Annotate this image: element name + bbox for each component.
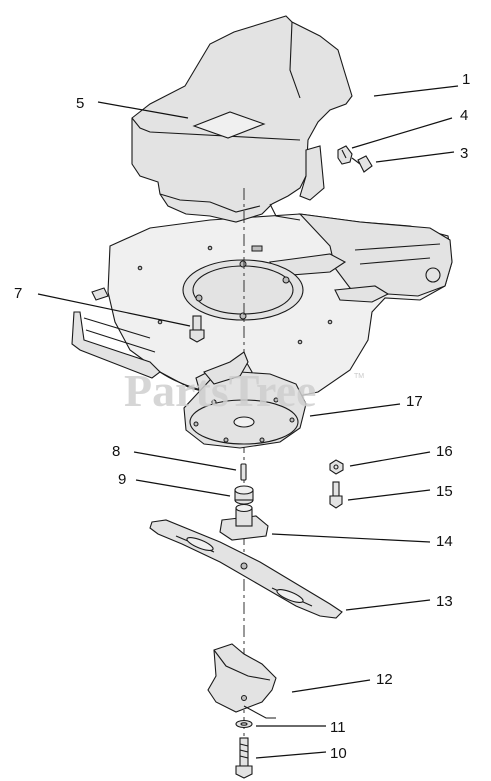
part-15-bolt (329, 481, 343, 509)
callout-7[interactable]: 7 (14, 285, 22, 302)
part-3-screw (351, 155, 373, 173)
callout-9[interactable]: 9 (118, 471, 126, 488)
leader-9 (135, 479, 231, 497)
leader-12 (291, 679, 371, 693)
part-10-bolt (235, 737, 253, 779)
callout-5[interactable]: 5 (76, 95, 84, 112)
leader-4 (351, 117, 453, 149)
part-4-clip (337, 145, 353, 165)
part-13-blade (149, 519, 343, 619)
leader-15 (347, 489, 431, 501)
callout-3[interactable]: 3 (460, 145, 468, 162)
part-7-bolt (189, 315, 205, 343)
leader-13 (345, 599, 431, 611)
callout-labels: 1 3 4 5 7 8 9 10 11 12 13 14 15 16 17 (14, 71, 470, 762)
part-11-washer (235, 719, 253, 729)
leader-7 (37, 293, 191, 327)
callout-12[interactable]: 12 (376, 671, 393, 688)
part-12-stiffener (207, 643, 277, 719)
callout-1[interactable]: 1 (462, 71, 470, 88)
leader-3 (375, 151, 455, 163)
watermark-trademark: TM (354, 373, 364, 380)
watermark-text: PartsTree (124, 365, 316, 416)
leader-8 (133, 451, 237, 471)
callout-16[interactable]: 16 (436, 443, 453, 460)
callout-13[interactable]: 13 (436, 593, 453, 610)
callout-15[interactable]: 15 (436, 483, 453, 500)
callout-4[interactable]: 4 (460, 107, 468, 124)
callout-10[interactable]: 10 (330, 745, 347, 762)
part-17-baffle-plate (183, 351, 307, 449)
part-9-spacer (234, 485, 254, 505)
part-8-key (240, 463, 247, 481)
leader-14 (271, 533, 431, 543)
engine-part-5 (131, 15, 353, 223)
callout-14[interactable]: 14 (436, 533, 453, 550)
leader-lines (37, 85, 459, 759)
leader-17 (309, 403, 401, 417)
leader-10 (255, 751, 327, 759)
callout-11[interactable]: 11 (330, 719, 346, 736)
leader-1 (373, 85, 459, 97)
callout-8[interactable]: 8 (112, 443, 120, 460)
leader-5 (97, 101, 189, 119)
part-16-nut (329, 459, 344, 475)
callout-17[interactable]: 17 (406, 393, 423, 410)
leader-16 (349, 451, 431, 467)
partstree-watermark: PartsTree TM (124, 365, 364, 416)
part-14-blade-adapter (219, 503, 269, 541)
